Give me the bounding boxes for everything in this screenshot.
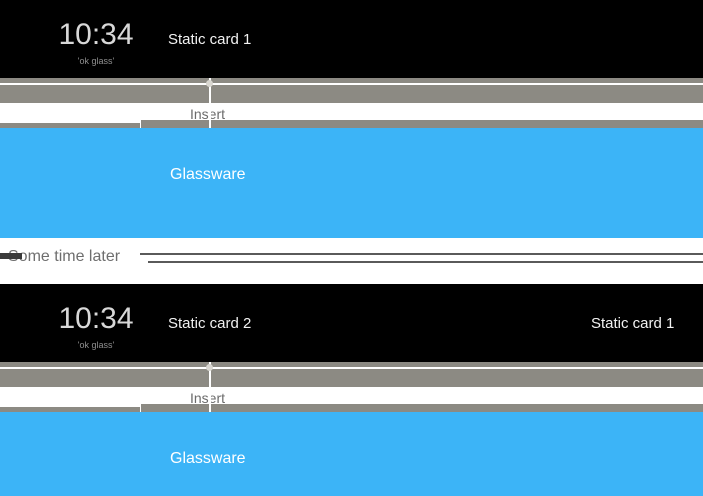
timeline-rail-bottom-thin-right (211, 362, 703, 367)
glass-clock-bottom: 10:34 (58, 302, 134, 335)
timeline-rail-top-thin-left (0, 78, 210, 83)
time-separator-label: Some time later (8, 248, 121, 265)
glass-timeline-top: 10:34 'ok glass' Static card 1 (0, 0, 703, 78)
timeline-rail-bottom-lower-left (0, 407, 140, 412)
timeline-rail-top-thick (0, 85, 703, 103)
glassware-panel-top: Glassware (0, 128, 703, 238)
glass-voice-prompt-bottom: 'ok glass' (77, 340, 115, 350)
glassware-label-bottom[interactable]: Glassware (170, 450, 246, 467)
insert-plate-top: Insert (0, 103, 703, 123)
arrow-left-icon (0, 246, 22, 266)
timeline-rail-top-lower-right (141, 120, 703, 128)
glassware-label-top[interactable]: Glassware (170, 166, 246, 183)
static-card-2-bottom[interactable]: Static card 2 (168, 315, 252, 332)
static-card-1-bottom[interactable]: Static card 1 (591, 315, 675, 332)
time-separator-rule-lower (148, 261, 703, 263)
timeline-rail-top-lower-left (0, 123, 140, 128)
static-card-1-top[interactable]: Static card 1 (168, 31, 252, 48)
insert-node-dot-top (206, 80, 213, 87)
timeline-rail-top-thin-right (211, 78, 703, 83)
time-separator-rule-upper (140, 253, 703, 255)
timeline-rail-bottom-thick (0, 369, 703, 387)
timeline-gap-bottom (0, 367, 703, 369)
insert-node-dot-bottom (206, 364, 213, 371)
glassware-panel-bottom: Glassware (0, 412, 703, 496)
glass-clock-top: 10:34 (58, 18, 134, 51)
insert-connector-top (209, 78, 211, 128)
insert-label-top[interactable]: Insert (190, 106, 226, 122)
insert-plate-bottom: Insert (0, 387, 703, 407)
timeline-rail-bottom-lower-right (141, 404, 703, 412)
timeline-gap-top (0, 83, 703, 85)
timeline-rail-bottom-thin-left (0, 362, 210, 367)
time-separator-band: Some time later (0, 238, 703, 280)
insert-label-bottom[interactable]: Insert (190, 390, 226, 406)
glass-timeline-bottom: 10:34 'ok glass' Static card 2 Static ca… (0, 284, 703, 362)
insert-connector-bottom (209, 362, 211, 412)
glass-voice-prompt-top: 'ok glass' (77, 56, 115, 66)
